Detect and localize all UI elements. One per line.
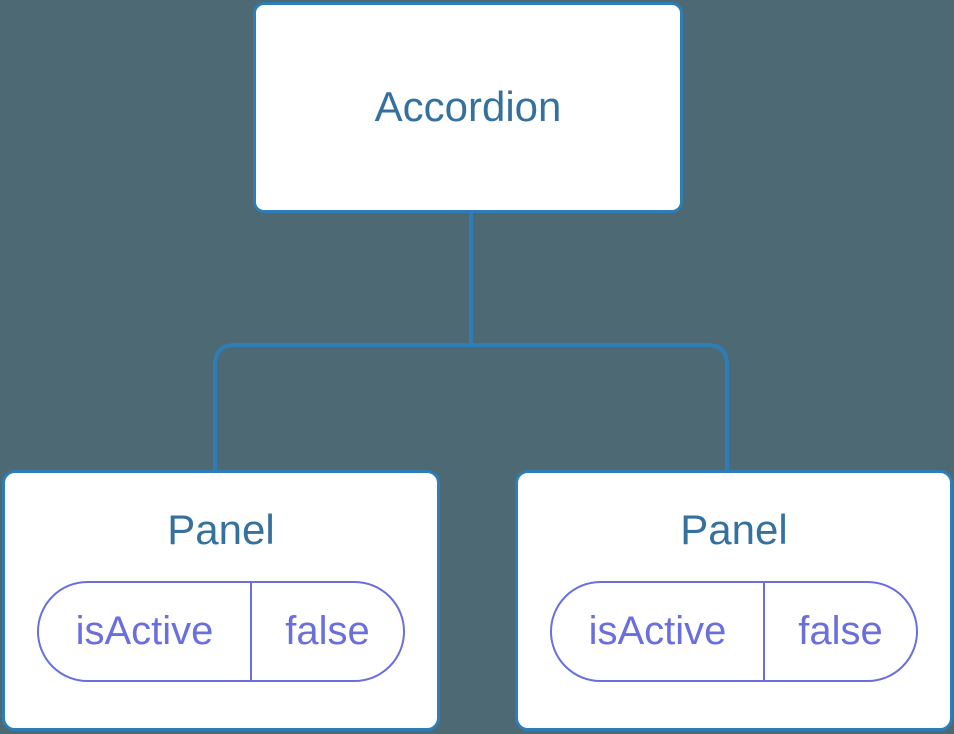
node-accordion: Accordion	[253, 2, 683, 213]
state-value: false	[250, 583, 403, 681]
node-panel-left: Panel isActive false	[2, 470, 440, 731]
state-pill-right: isActive false	[550, 581, 918, 683]
state-name: isActive	[75, 609, 214, 654]
node-accordion-label: Accordion	[374, 83, 562, 131]
state-name: isActive	[588, 609, 727, 654]
node-panel-right-label: Panel	[680, 506, 788, 553]
node-panel-right: Panel isActive false	[515, 470, 953, 731]
state-value: false	[763, 583, 916, 681]
node-panel-left-label: Panel	[167, 506, 275, 553]
connector-bracket	[213, 343, 729, 474]
state-pill-left: isActive false	[37, 581, 405, 683]
